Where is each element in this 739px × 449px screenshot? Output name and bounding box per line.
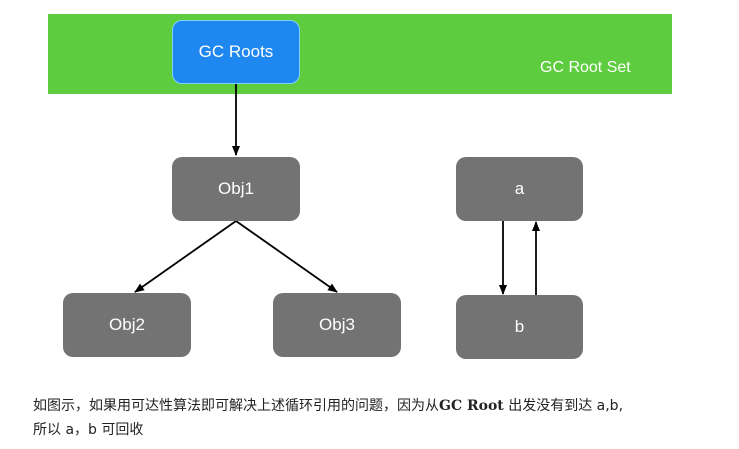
caption-line-1: 如图示，如果用可达性算法即可解决上述循环引用的问题，因为从GC Root 出发没… xyxy=(33,394,723,418)
gc-reachability-diagram: GC Root Set GC Roots Obj1 Obj2 Obj3 a b xyxy=(48,14,672,359)
gc-root-set-label: GC Root Set xyxy=(540,59,631,76)
obj2-node: Obj2 xyxy=(63,293,191,357)
b-node: b xyxy=(456,295,583,359)
caption-gc-root-bold: GC Root xyxy=(439,398,504,414)
reference-arrows xyxy=(134,84,540,295)
obj3-node: Obj3 xyxy=(273,293,401,357)
caption-paragraph: 如图示，如果用可达性算法即可解决上述循环引用的问题，因为从GC Root 出发没… xyxy=(33,394,723,442)
caption-line-2: 所以 a，b 可回收 xyxy=(33,422,144,438)
caption-text-before: 如图示，如果用可达性算法即可解决上述循环引用的问题，因为从 xyxy=(33,398,439,414)
a-node: a xyxy=(456,157,583,221)
arrow-obj1-to-obj3 xyxy=(235,220,338,293)
arrow-obj1-to-obj2 xyxy=(134,220,237,293)
obj1-node: Obj1 xyxy=(172,157,300,221)
caption-text-after: 出发没有到达 a,b, xyxy=(503,398,624,414)
gc-roots-node: GC Roots xyxy=(172,20,300,84)
gc-root-set-band xyxy=(48,14,672,94)
